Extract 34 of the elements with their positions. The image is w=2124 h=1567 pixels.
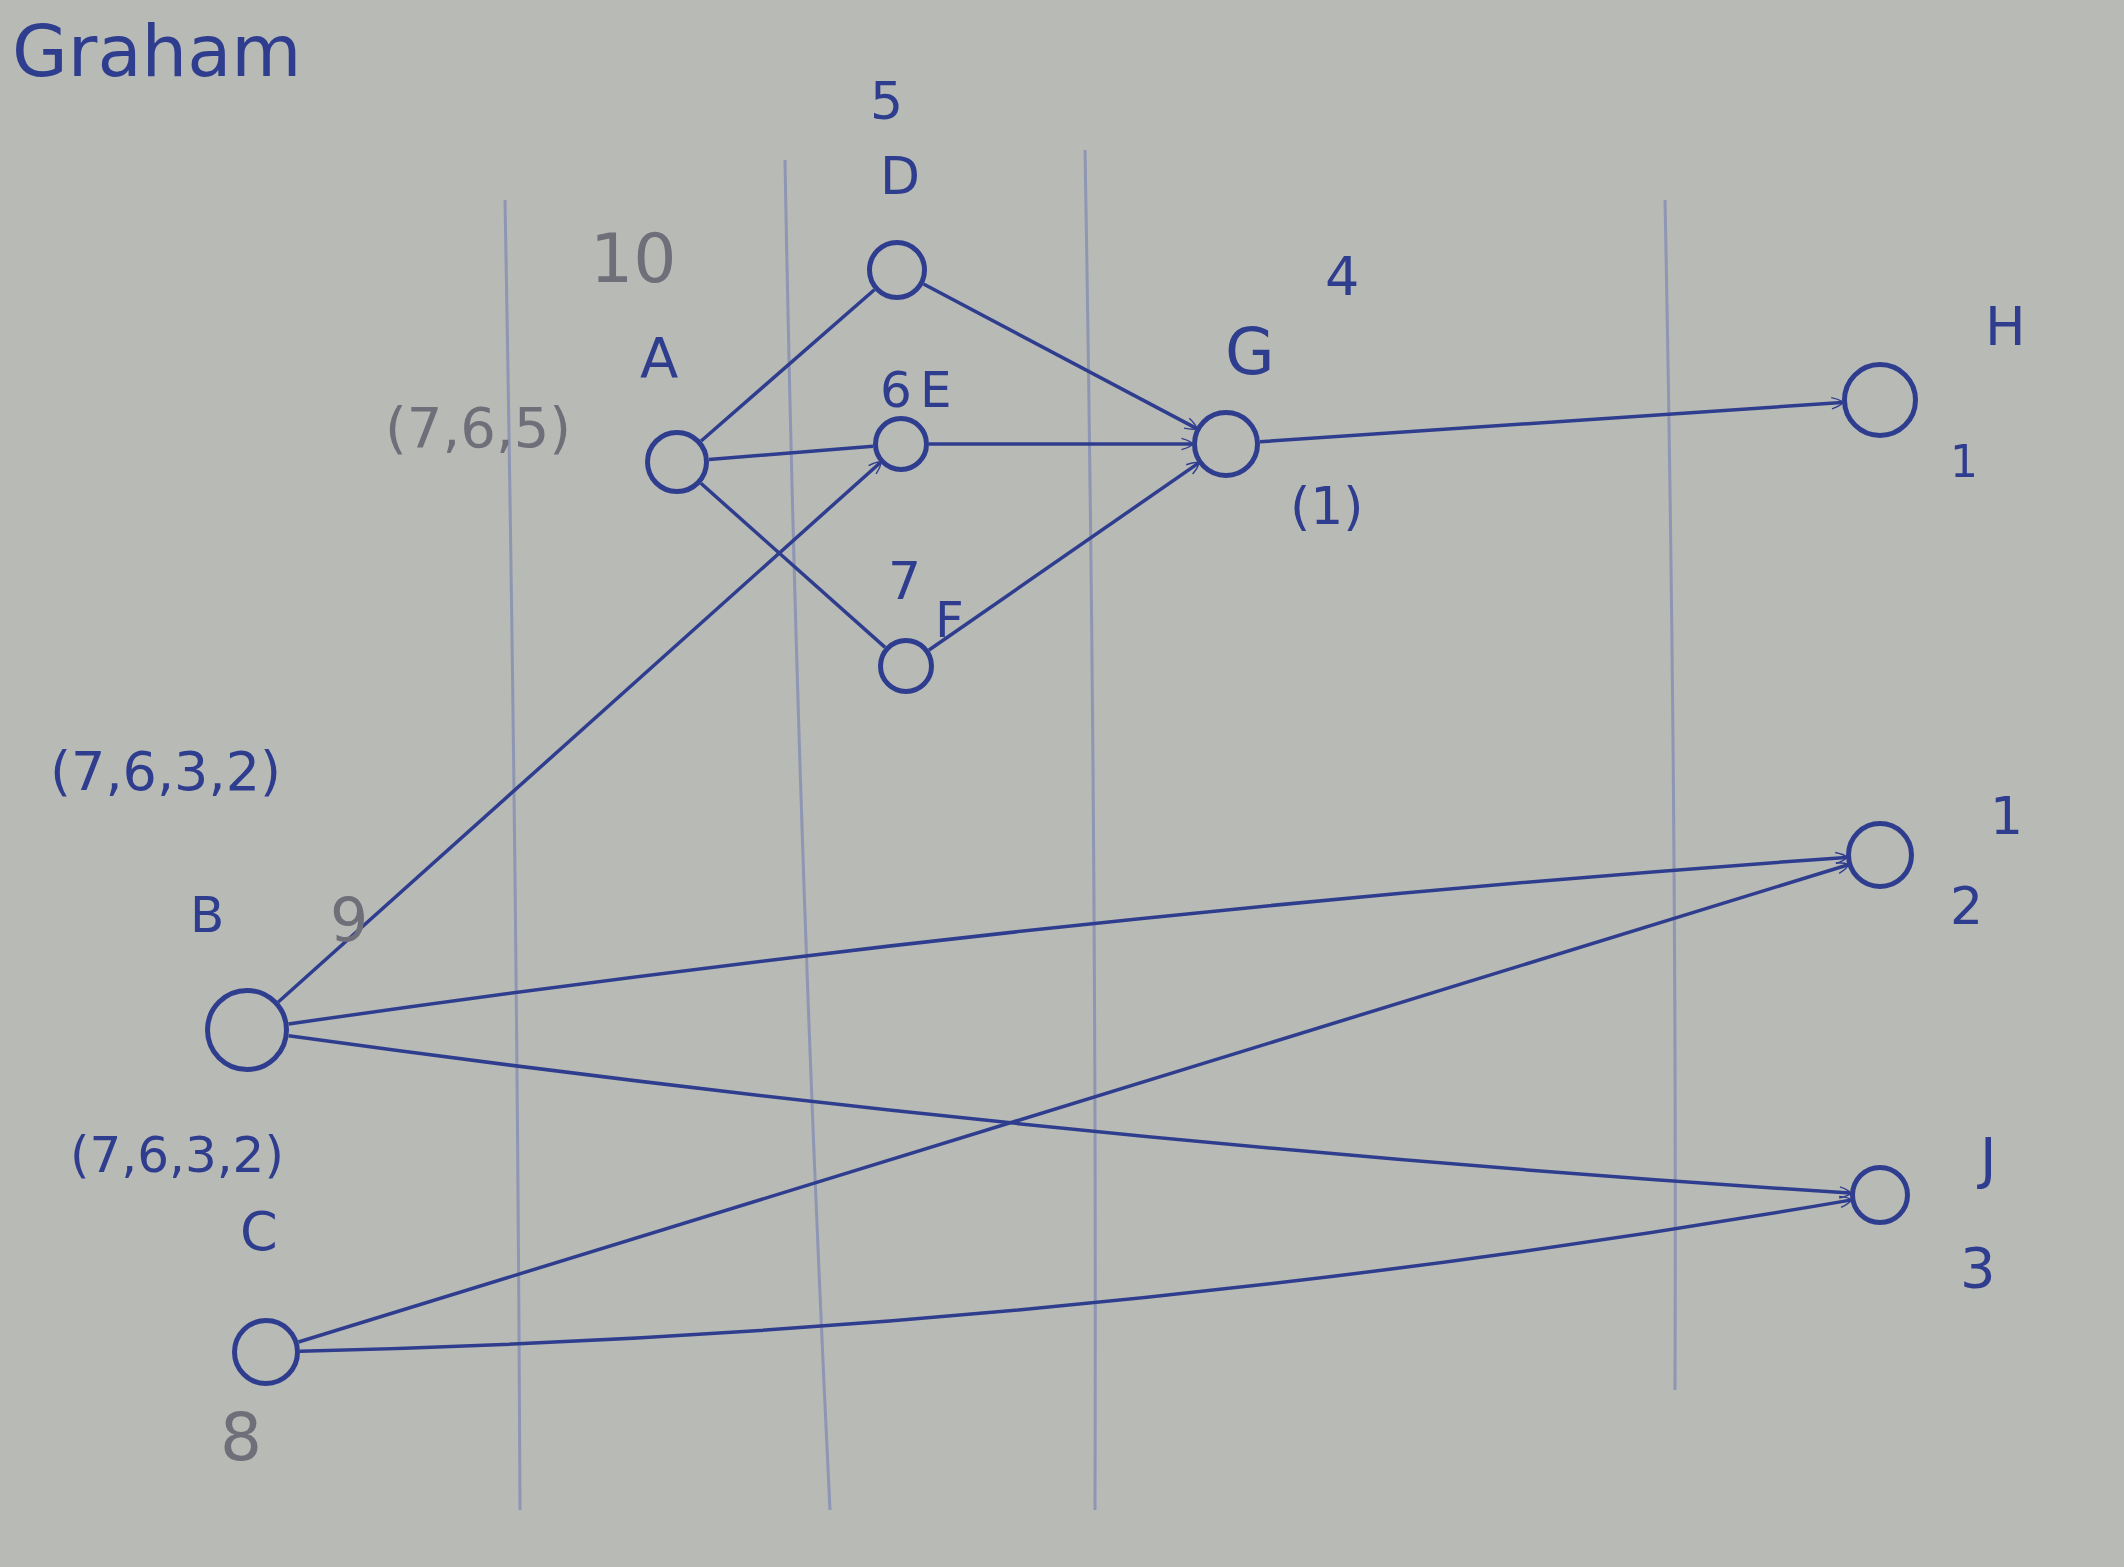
graph-node xyxy=(645,430,709,494)
graph-node xyxy=(867,240,927,300)
node-label: 7 xyxy=(888,555,922,607)
title: Graham xyxy=(12,15,302,87)
node-label: (1) xyxy=(1290,480,1364,532)
node-label: 1 xyxy=(1990,790,2024,842)
node-label: 8 xyxy=(220,1405,262,1471)
node-label: 3 xyxy=(1960,1240,1996,1296)
node-label: (7,6,3,2) xyxy=(50,745,282,799)
node-label: G xyxy=(1225,320,1275,384)
graph-node xyxy=(873,416,929,472)
node-label: 4 xyxy=(1325,250,1360,304)
node-label: 6 xyxy=(880,365,912,415)
node-label: 2 xyxy=(1950,880,1984,932)
node-label: B xyxy=(190,890,225,940)
node-label: 9 xyxy=(330,890,369,950)
node-label: E xyxy=(920,365,952,415)
node-label: (7,6,3,2) xyxy=(70,1130,284,1180)
graph-node xyxy=(1192,410,1260,478)
node-label: 10 xyxy=(590,225,677,293)
graph-node xyxy=(205,988,289,1072)
graph-node xyxy=(1842,362,1918,438)
node-label: C xyxy=(240,1205,278,1259)
graph-node xyxy=(1846,821,1914,889)
node-label: 1 xyxy=(1950,440,1978,484)
node-label: F xyxy=(935,595,964,645)
node-label: D xyxy=(880,150,921,202)
node-label: H xyxy=(1985,300,2026,354)
node-label: (7,6,5) xyxy=(385,400,572,456)
node-label: A xyxy=(640,330,679,386)
graph-node xyxy=(1850,1165,1910,1225)
graph-node xyxy=(232,1318,300,1386)
graph-node xyxy=(878,638,934,694)
node-label: 5 xyxy=(870,75,904,127)
